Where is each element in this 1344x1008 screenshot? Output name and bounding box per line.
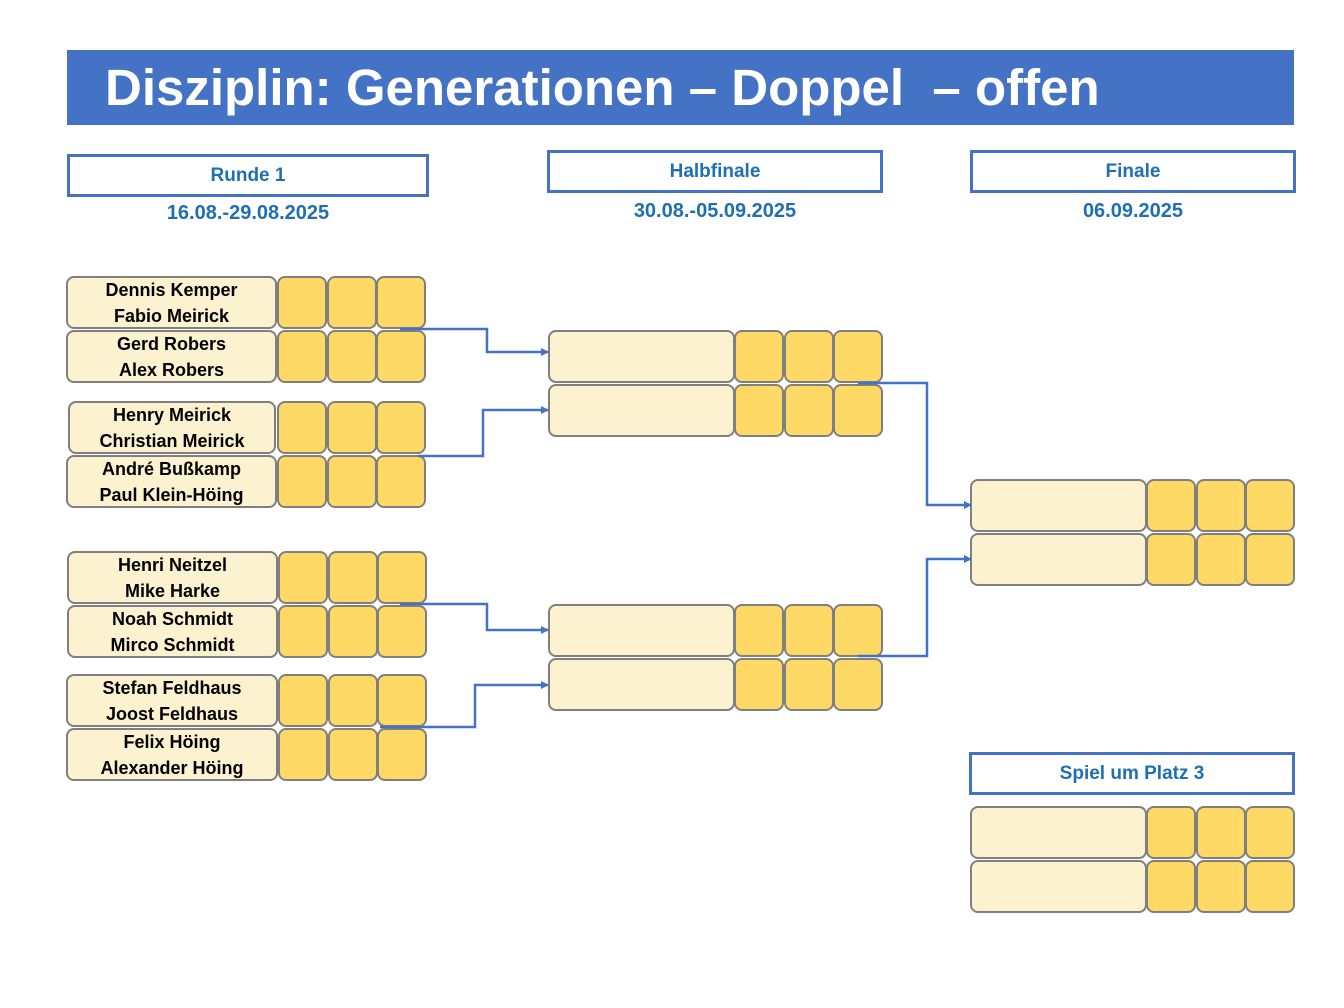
- player-name: André Bußkamp: [101, 458, 242, 479]
- set-score-cell: [377, 674, 427, 727]
- set-score-cell: [326, 455, 377, 508]
- set-score-cell: [327, 551, 378, 604]
- player-name: Dennis Kemper: [105, 279, 238, 300]
- set-score-cell: [783, 604, 834, 657]
- set-score-cell: [734, 604, 784, 657]
- set-score-cell: [1245, 479, 1295, 532]
- final-header: Finale: [970, 150, 1296, 193]
- third-place-header: Spiel um Platz 3: [969, 752, 1295, 795]
- set-score-cell: [327, 674, 378, 727]
- set-score-cell: [1146, 806, 1196, 859]
- set-score-cell: [277, 330, 327, 383]
- set-score-cell: [734, 330, 784, 383]
- semifinal-date: 30.08.-05.09.2025: [633, 200, 797, 222]
- set-score-cell: [734, 658, 784, 711]
- player-name: Mirco Schmidt: [110, 634, 235, 655]
- set-score-cell: [376, 330, 426, 383]
- set-score-cell: [1195, 479, 1246, 532]
- set-score-cell: [277, 276, 327, 329]
- set-score-cell: [278, 728, 328, 781]
- set-score-cell: [783, 330, 834, 383]
- set-score-cell: [326, 276, 377, 329]
- set-score-cell: [277, 401, 327, 454]
- set-score-cell: [278, 605, 328, 658]
- set-score-cell: [783, 384, 834, 437]
- player-name: Christian Meirick: [99, 430, 245, 451]
- set-score-cell: [783, 658, 834, 711]
- final-team-slot: [970, 479, 1147, 532]
- set-score-cell: [1146, 533, 1196, 586]
- round1-date: 16.08.-29.08.2025: [166, 202, 330, 224]
- set-score-cell: [327, 728, 378, 781]
- set-score-cell: [833, 658, 883, 711]
- set-score-cell: [1195, 860, 1246, 913]
- third-place-label: Spiel um Platz 3: [1059, 763, 1205, 784]
- set-score-cell: [278, 674, 328, 727]
- semifinal-label: Halbfinale: [669, 161, 761, 182]
- set-score-cell: [376, 455, 426, 508]
- player-name: Fabio Meirick: [113, 305, 230, 326]
- player-name: Gerd Robers: [116, 333, 227, 354]
- semifinal-header: Halbfinale: [547, 150, 883, 193]
- set-score-cell: [376, 401, 426, 454]
- round1-header: Runde 1: [67, 154, 429, 197]
- set-score-cell: [327, 605, 378, 658]
- set-score-cell: [377, 605, 427, 658]
- player-name: Mike Harke: [124, 580, 221, 601]
- player-name: Henri Neitzel: [117, 554, 228, 575]
- set-score-cell: [734, 384, 784, 437]
- semifinal-team-slot: [548, 384, 735, 437]
- player-name: Alex Robers: [118, 359, 225, 380]
- set-score-cell: [1195, 806, 1246, 859]
- final-date: 06.09.2025: [1082, 200, 1184, 222]
- set-score-cell: [377, 728, 427, 781]
- set-score-cell: [326, 330, 377, 383]
- set-score-cell: [1245, 806, 1295, 859]
- page-title: Disziplin: Generationen – Doppel – offen: [67, 50, 1294, 125]
- player-name: Stefan Feldhaus: [102, 677, 242, 698]
- final-team-slot: [970, 533, 1147, 586]
- set-score-cell: [1245, 860, 1295, 913]
- player-name: Henry Meirick: [112, 404, 232, 425]
- set-score-cell: [278, 551, 328, 604]
- player-name: Noah Schmidt: [111, 608, 233, 629]
- set-score-cell: [1146, 860, 1196, 913]
- player-name: Joost Feldhaus: [105, 703, 239, 724]
- set-score-cell: [376, 276, 426, 329]
- third-place-team-slot: [970, 860, 1147, 913]
- set-score-cell: [377, 551, 427, 604]
- player-name: Paul Klein-Höing: [99, 484, 244, 505]
- third-place-team-slot: [970, 806, 1147, 859]
- set-score-cell: [833, 604, 883, 657]
- final-label: Finale: [1105, 161, 1161, 182]
- semifinal-team-slot: [548, 658, 735, 711]
- round1-label: Runde 1: [210, 165, 286, 186]
- semifinal-team-slot: [548, 604, 735, 657]
- set-score-cell: [833, 384, 883, 437]
- set-score-cell: [1146, 479, 1196, 532]
- semifinal-team-slot: [548, 330, 735, 383]
- player-name: Felix Höing: [123, 731, 221, 752]
- set-score-cell: [1195, 533, 1246, 586]
- set-score-cell: [277, 455, 327, 508]
- player-name: Alexander Höing: [100, 757, 244, 778]
- set-score-cell: [833, 330, 883, 383]
- connector-line: [418, 406, 549, 458]
- set-score-cell: [326, 401, 377, 454]
- set-score-cell: [1245, 533, 1295, 586]
